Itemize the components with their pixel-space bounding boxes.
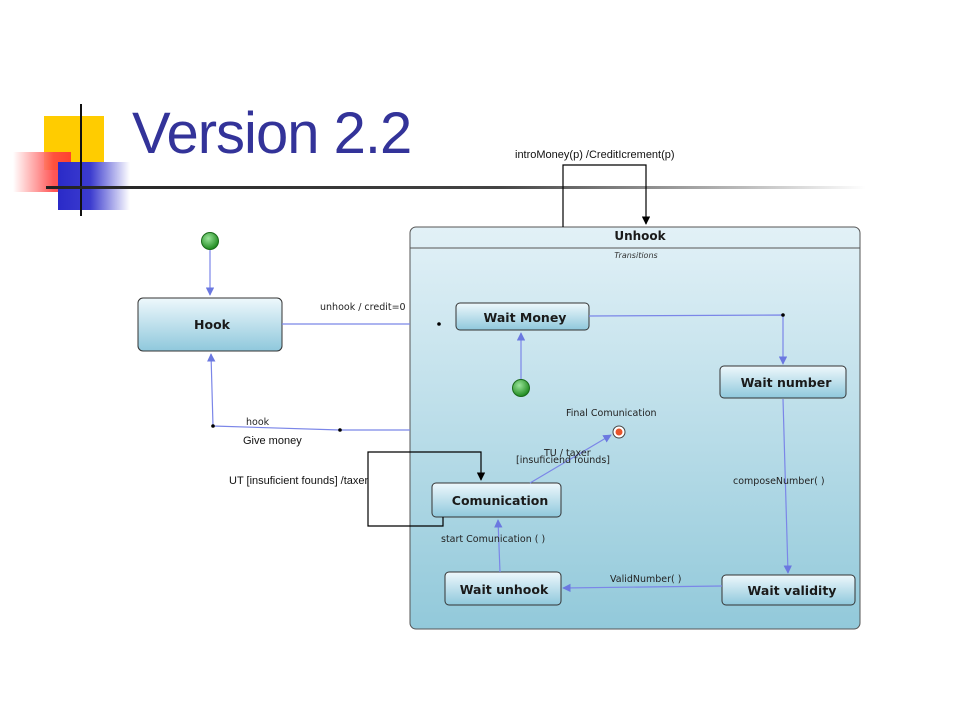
compose-number-label: composeNumber( ) bbox=[733, 476, 825, 487]
unhook-container-subtitle: Transitions bbox=[614, 251, 657, 260]
hook-label: hook bbox=[246, 417, 270, 428]
state-wait-number bbox=[719, 365, 847, 399]
tu-taxer-label: TU / taxer bbox=[543, 448, 591, 459]
junction-dot-hook bbox=[211, 424, 215, 428]
unhook-credit-label: unhook / credit=0 bbox=[320, 302, 406, 313]
hook-initial-state bbox=[201, 232, 219, 250]
ut-insufficient-label: UT [insuficient founds] /taxer bbox=[229, 475, 369, 487]
unhook-container bbox=[409, 226, 861, 630]
unhook-container-title: Unhook bbox=[614, 229, 666, 243]
junction-dot-wait-number bbox=[781, 313, 785, 317]
title-accent-vertical-line bbox=[80, 104, 82, 216]
state-wait-unhook-label: Wait unhook bbox=[460, 582, 549, 597]
state-wait-number-label: Wait number bbox=[741, 375, 833, 390]
give-money-label: Give money bbox=[243, 435, 302, 447]
transition-wait-number-to-wait-validity bbox=[782, 398, 792, 574]
ut-self-loop bbox=[367, 451, 486, 527]
start-comunication-label: start Comunication ( ) bbox=[441, 534, 545, 545]
valid-number-label: ValidNumber( ) bbox=[610, 574, 682, 585]
final-state-inner bbox=[615, 428, 623, 436]
transition-unhook-to-hook bbox=[207, 353, 410, 431]
state-comunication-label: Comunication bbox=[452, 493, 548, 508]
state-wait-money bbox=[455, 302, 590, 331]
transition-comunication-to-final bbox=[529, 434, 612, 484]
state-wait-validity bbox=[721, 574, 856, 606]
state-wait-money-label: Wait Money bbox=[484, 310, 567, 325]
title-underline bbox=[46, 186, 866, 189]
state-wait-validity-label: Wait validity bbox=[748, 583, 837, 598]
slide-title: Version 2.2 bbox=[132, 101, 412, 166]
final-comunication-label: Final Comunication bbox=[566, 408, 657, 419]
transition-wait-validity-to-wait-unhook bbox=[562, 583, 723, 593]
state-comunication bbox=[431, 482, 562, 518]
state-wait-unhook bbox=[444, 571, 562, 606]
transition-wait-unhook-to-comunication bbox=[494, 519, 503, 573]
intro-money-self-loop bbox=[562, 164, 651, 227]
tu-insufficient-label: [insuficiend founds] bbox=[516, 455, 610, 466]
wait-money-initial-state bbox=[512, 379, 530, 397]
state-hook-label: Hook bbox=[194, 317, 231, 332]
intro-money-label: introMoney(p) /CreditIcrement(p) bbox=[515, 149, 675, 161]
history-dot bbox=[437, 322, 441, 326]
junction-dot-give bbox=[338, 428, 342, 432]
